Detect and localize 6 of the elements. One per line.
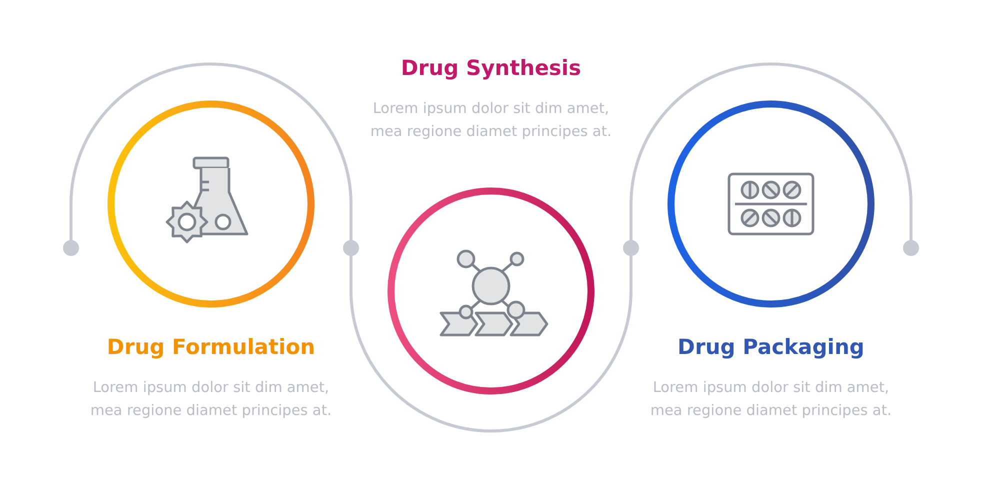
- step-description: Lorem ipsum dolor sit dim amet, mea regione diamet principes at.: [649, 379, 893, 421]
- step-title: Drug Packaging: [676, 335, 866, 359]
- step-description: Lorem ipsum dolor sit dim amet, mea regione diamet principes at.: [369, 100, 613, 142]
- step-title: Drug Formulation: [106, 335, 316, 359]
- step-description: Lorem ipsum dolor sit dim amet, mea regione diamet principes at.: [89, 379, 333, 421]
- step-title: Drug Synthesis: [400, 56, 582, 80]
